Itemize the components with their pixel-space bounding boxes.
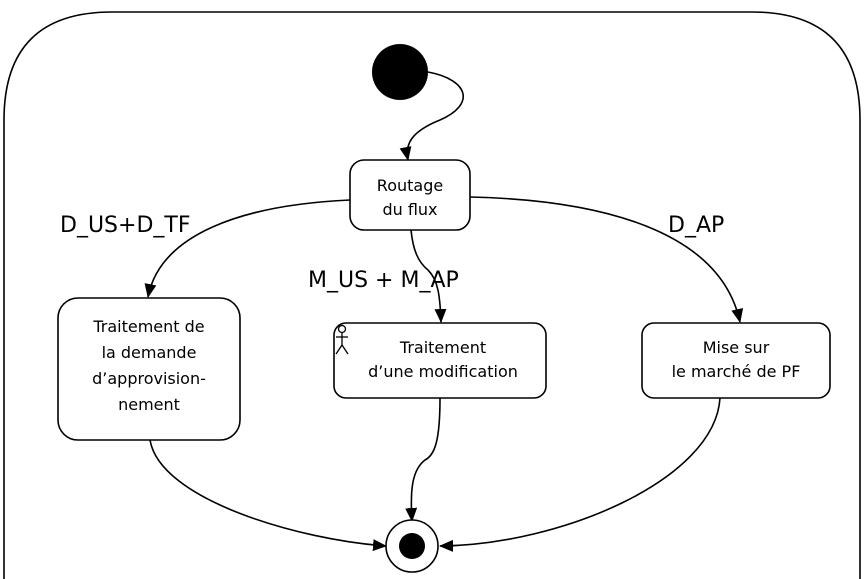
actor-icon: [335, 324, 349, 355]
state-routage[interactable]: Routage du flux: [349, 159, 471, 231]
initial-node: [372, 44, 428, 100]
transition-to-modification: [410, 229, 447, 323]
transition-to-demande: [144, 199, 351, 298]
state-modification-line1: Traitement: [399, 338, 486, 357]
state-demande-line2: la demande: [102, 343, 197, 362]
state-routage-line2: du flux: [382, 200, 437, 219]
state-demande-line1: Traitement de: [92, 317, 204, 336]
guard-label-marche: D_AP: [668, 213, 724, 238]
transition-demande-to-final: [149, 439, 387, 552]
state-marche[interactable]: Mise sur le marché de PF: [641, 322, 831, 399]
state-demande[interactable]: Traitement de la demande d’approvision- …: [57, 297, 241, 441]
state-marche-line1: Mise sur: [703, 338, 770, 357]
composite-state-frame: [3, 11, 861, 579]
guard-label-demande: D_US+D_TF: [60, 213, 190, 238]
state-modification-line2: d’une modification: [368, 362, 518, 381]
final-node: [385, 519, 439, 573]
transition-modification-to-final: [405, 397, 441, 522]
state-routage-line1: Routage: [377, 176, 443, 195]
transition-to-marche: [469, 196, 744, 323]
state-demande-line3: d’approvision-: [92, 369, 206, 388]
state-marche-line2: le marché de PF: [672, 362, 801, 381]
state-demande-line4: nement: [118, 395, 180, 414]
transition-initial-to-routage: [399, 71, 465, 161]
guard-label-modification: M_US + M_AP: [308, 268, 459, 293]
transition-marche-to-final: [439, 397, 721, 552]
state-modification[interactable]: Traitement d’une modification: [333, 322, 547, 399]
